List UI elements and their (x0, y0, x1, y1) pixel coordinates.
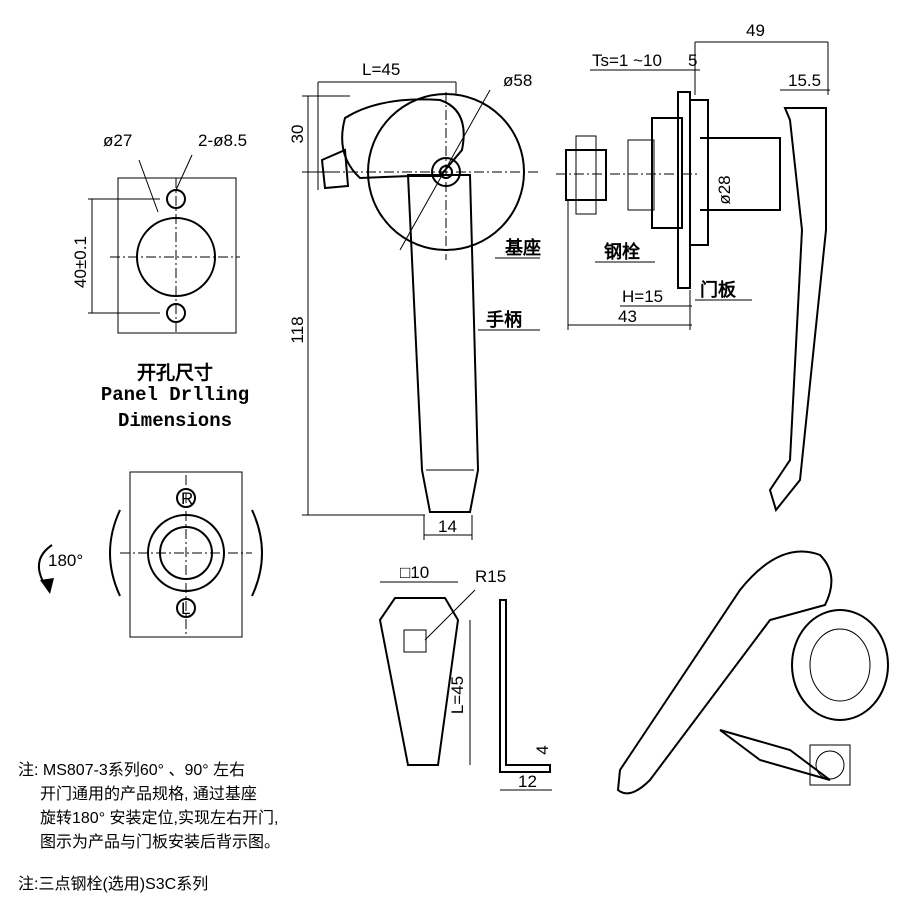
four-label: 4 (533, 745, 552, 754)
side-view: 49 Ts=1 ~10 5 15.5 ø28 H=15 43 钢栓 门板 (556, 21, 830, 513)
note-line-5: 注:三点钢栓(选用)S3C系列 (18, 876, 209, 893)
handle-label: 手柄 (486, 309, 522, 330)
base-label: 基座 (504, 237, 541, 258)
d58-label: ø58 (503, 71, 532, 90)
rotation-view: R L 180° (37, 471, 263, 638)
w155-label: 15.5 (788, 71, 821, 90)
r15-label: R15 (475, 567, 506, 586)
w43-label: 43 (618, 307, 637, 326)
rotate-deg-label: 180° (48, 551, 83, 570)
holes-label: 2-ø8.5 (198, 131, 247, 150)
note-line-4: 图示为产品与门板安装后背示图。 (40, 834, 281, 851)
perspective-view (616, 550, 889, 795)
panel-title-en1: Panel Drlling (100, 384, 250, 406)
w49-label: 49 (746, 21, 765, 40)
d27-label: ø27 (103, 131, 132, 150)
twelve-label: 12 (518, 772, 537, 791)
h30-label: 30 (288, 125, 307, 144)
note-line-3: 旋转180° 安装定位,实现左右开门, (40, 810, 279, 827)
panel-drilling-view: ø27 2-ø8.5 40±0.1 (71, 131, 247, 335)
hole-distance-label: 40±0.1 (71, 236, 90, 288)
bolt-label: 钢栓 (604, 241, 640, 262)
h118-label: 118 (288, 316, 307, 343)
L45-label: L=45 (448, 676, 467, 714)
note-line-1: 注: MS807-3系列60° 、90° 左右 (18, 762, 246, 779)
ts-label: Ts=1 ~10 (592, 51, 662, 70)
panel-title-en2: Dimensions (117, 410, 233, 432)
cam-detail: □10 R15 L=45 4 12 (378, 563, 552, 791)
w14-label: 14 (438, 517, 457, 536)
note-line-2: 开门通用的产品规格, 通过基座 (40, 786, 257, 803)
panel-title-cn: 开孔尺寸 (136, 363, 213, 385)
H-label: H=15 (622, 287, 663, 306)
rotate-r-mark: R (181, 489, 193, 508)
door-label: 门板 (700, 279, 737, 300)
front-view: L=45 ø58 30 118 14 基座 手柄 (288, 60, 541, 540)
sq10-label: □10 (400, 563, 429, 582)
front-L-label: L=45 (362, 60, 400, 79)
d28-label: ø28 (715, 175, 734, 204)
five-label: 5 (688, 51, 697, 70)
rotate-l-mark: L (181, 599, 190, 618)
